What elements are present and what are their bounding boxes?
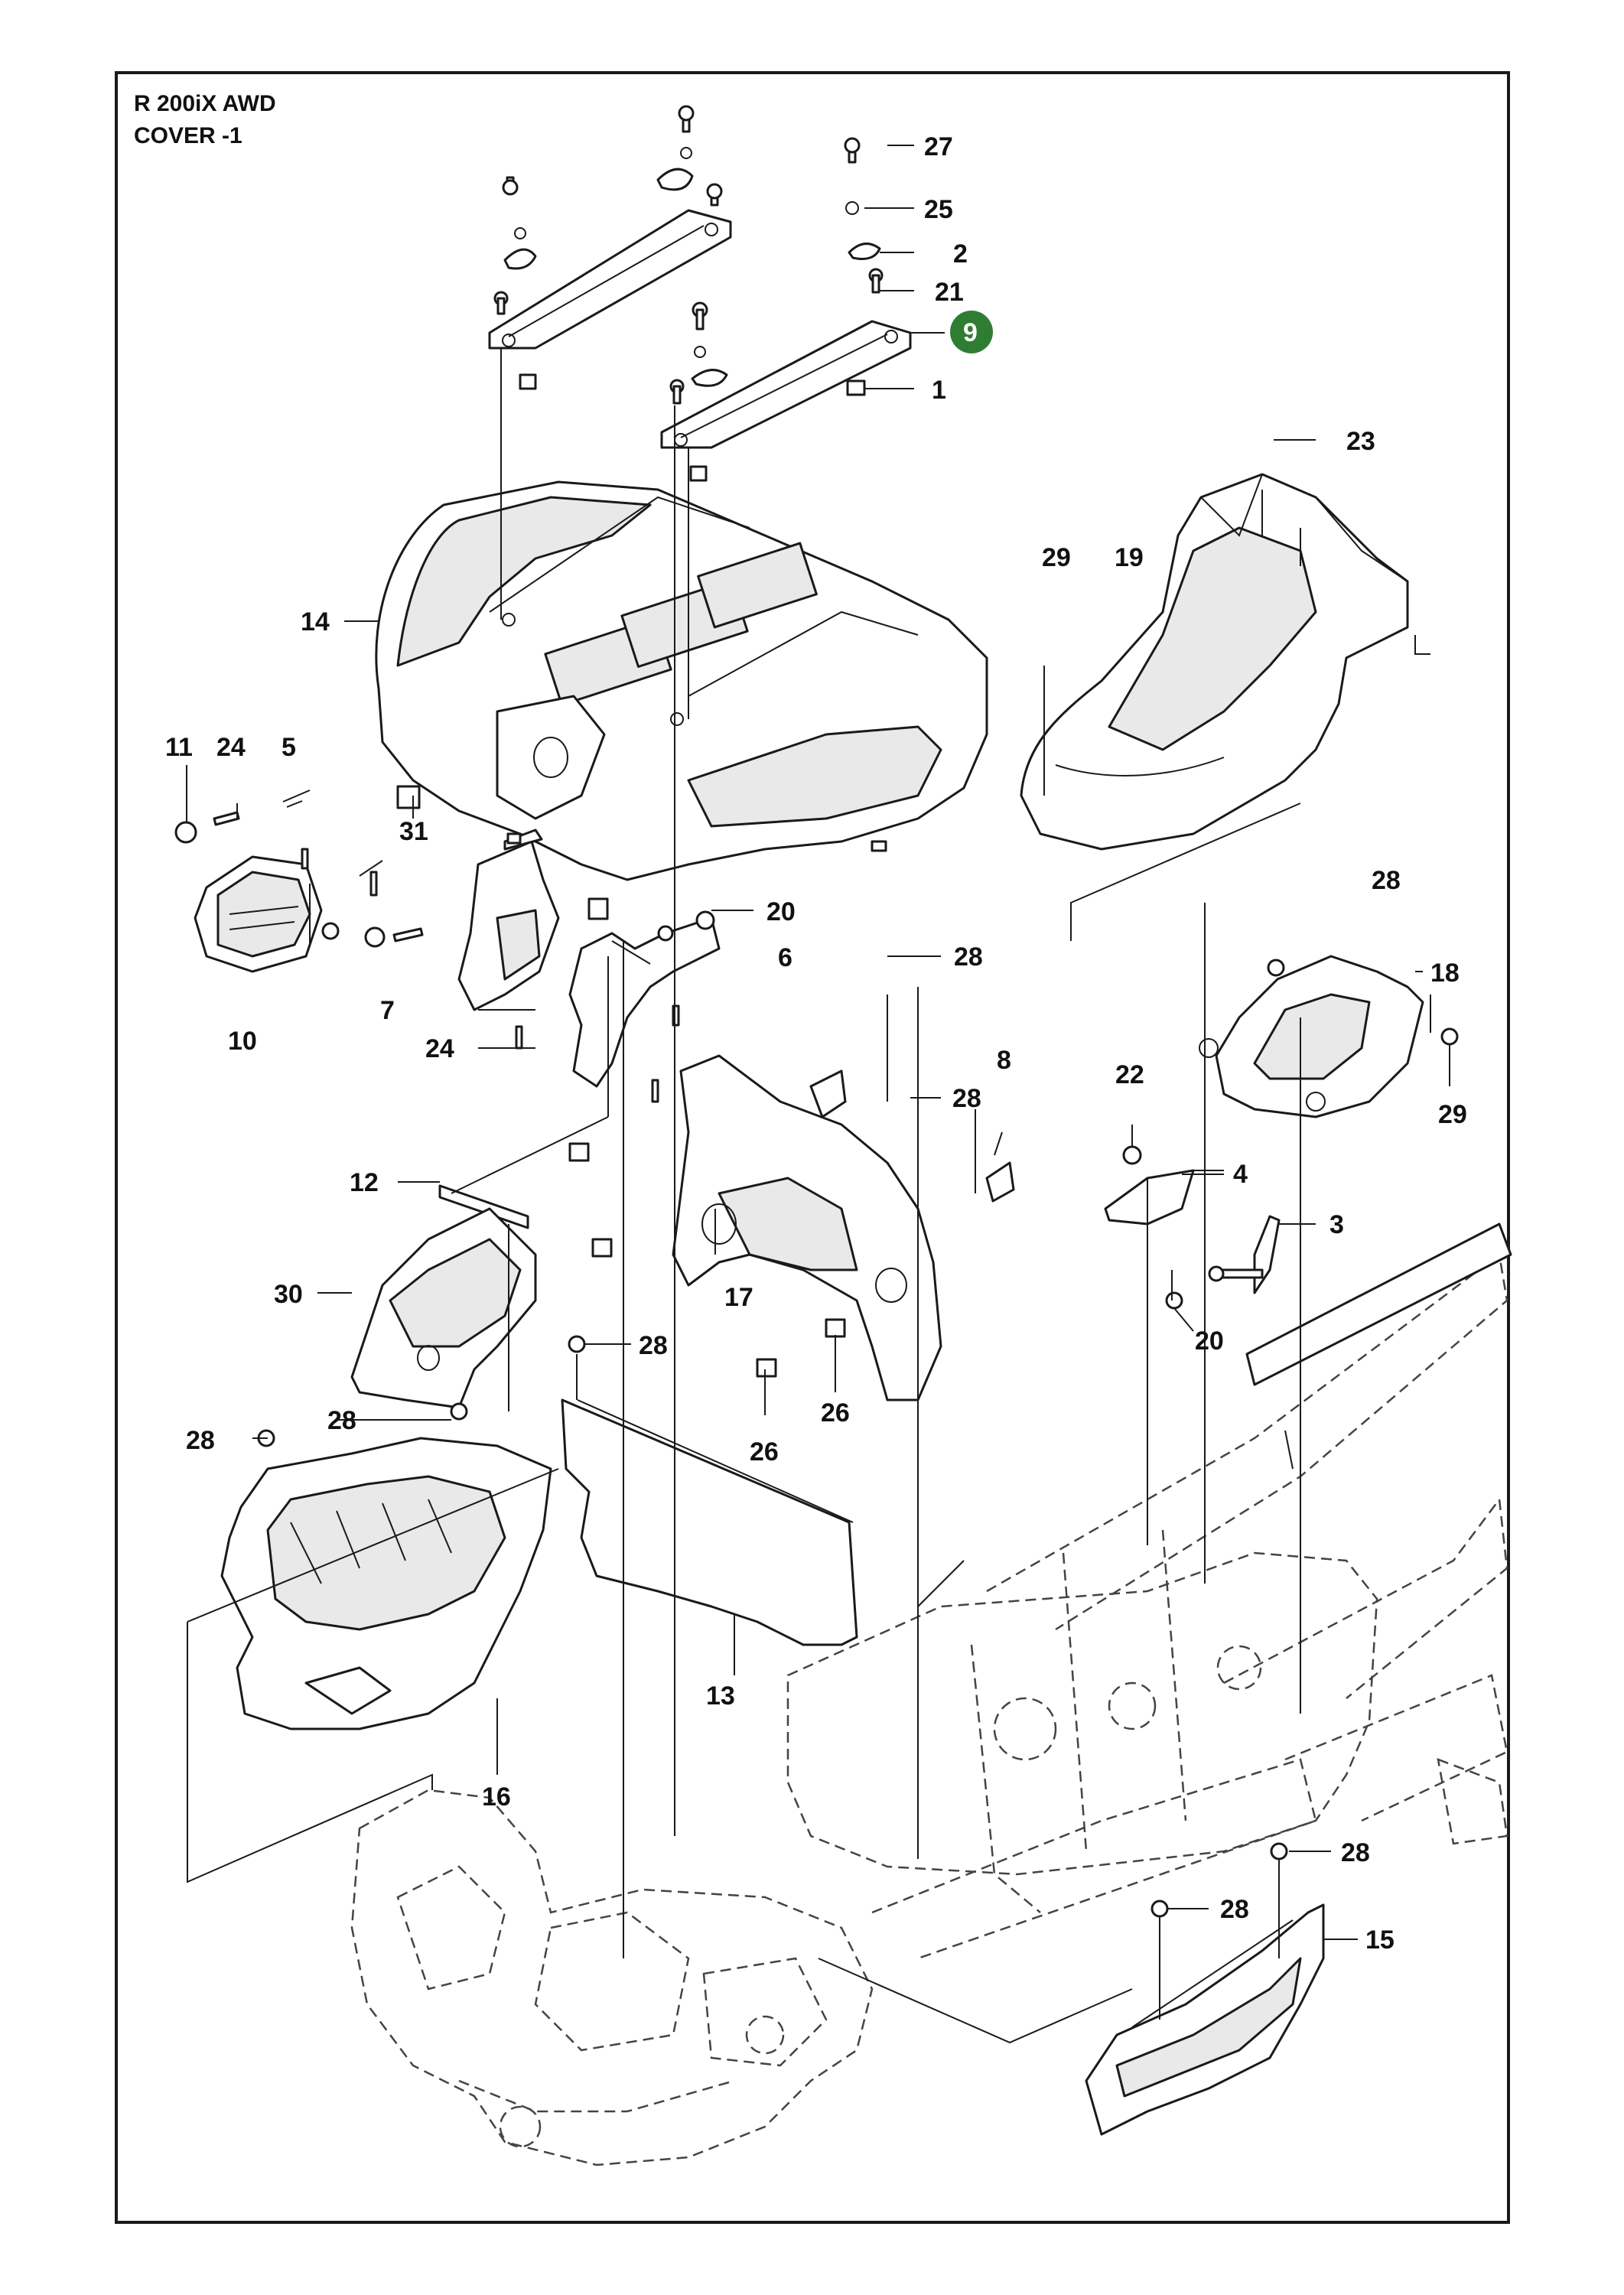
- callout-18: 18: [1430, 959, 1460, 988]
- callout-7: 7: [380, 996, 395, 1025]
- callout-6: 6: [778, 943, 792, 972]
- callout-11: 11: [165, 733, 193, 762]
- callout-29-top: 29: [1042, 543, 1071, 572]
- mount-17[interactable]: [672, 1054, 1015, 1401]
- bracket-6[interactable]: [568, 916, 721, 1088]
- callout-21: 21: [935, 278, 964, 307]
- callout-28-e: 28: [327, 1406, 356, 1435]
- callout-2: 2: [953, 239, 968, 269]
- seat-cover-19[interactable]: [1020, 473, 1409, 851]
- callout-28-b: 28: [1372, 866, 1401, 895]
- page-frame: [115, 71, 1510, 2224]
- hood-cover[interactable]: [375, 480, 988, 881]
- callout-10: 10: [228, 1027, 257, 1056]
- cover-15[interactable]: [1085, 1842, 1325, 2136]
- callout-labels: 27 25 2 21 9 1 23 29 19 14 11 24 5 31 10…: [165, 132, 1467, 1955]
- callout-25: 25: [924, 195, 953, 224]
- callout-30: 30: [274, 1280, 303, 1309]
- callout-19: 19: [1115, 543, 1144, 572]
- panel-13[interactable]: [561, 1335, 858, 1646]
- callout-29-bottom: 29: [1438, 1100, 1467, 1129]
- callout-5: 5: [282, 733, 296, 762]
- callout-23: 23: [1346, 427, 1375, 456]
- callout-26-a: 26: [750, 1437, 779, 1467]
- callout-3: 3: [1329, 1210, 1344, 1239]
- callout-28-d: 28: [639, 1331, 668, 1360]
- handle-rail-right[interactable]: [660, 320, 912, 449]
- callout-17: 17: [724, 1283, 753, 1312]
- plate-4[interactable]: [1104, 1145, 1195, 1226]
- callout-12: 12: [350, 1168, 379, 1197]
- callout-14: 14: [301, 607, 330, 636]
- highlight-badge-9: [950, 311, 993, 353]
- model-title: R 200iX AWD: [134, 91, 276, 116]
- callout-20-bottom: 20: [1195, 1327, 1224, 1356]
- callout-22: 22: [1115, 1060, 1144, 1089]
- bracket-7[interactable]: [457, 828, 560, 1011]
- alignment-lines: [187, 348, 1431, 2044]
- callout-1: 1: [932, 376, 946, 405]
- engine-outline: [350, 1789, 874, 2166]
- callout-8: 8: [997, 1046, 1011, 1075]
- clips-26: [568, 1142, 846, 1378]
- callout-24-top: 24: [216, 733, 246, 762]
- callout-16: 16: [482, 1782, 511, 1812]
- chassis-frame-outline: [786, 1252, 1508, 1960]
- handle-rail-left: [488, 209, 732, 350]
- headlight-fasteners: [174, 785, 424, 948]
- rail-fasteners: [493, 105, 884, 482]
- callout-28-f: 28: [186, 1426, 215, 1455]
- panel-18[interactable]: [1199, 955, 1459, 1118]
- callout-28-a: 28: [954, 942, 983, 972]
- callout-26-b: 26: [821, 1398, 850, 1427]
- callout-4: 4: [1233, 1160, 1248, 1189]
- callout-13: 13: [706, 1681, 735, 1711]
- guard-16[interactable]: [220, 1429, 552, 1730]
- headlight-10[interactable]: [194, 855, 323, 973]
- section-title: COVER -1: [134, 123, 242, 148]
- lever-3[interactable]: [1165, 1215, 1281, 1310]
- callout-20-top: 20: [766, 897, 796, 926]
- small-clips: [506, 832, 887, 1103]
- callout-28-h: 28: [1220, 1895, 1249, 1924]
- callout-28-g: 28: [1341, 1838, 1370, 1867]
- callout-24-bottom: 24: [425, 1034, 454, 1063]
- strap-12[interactable]: [438, 1184, 529, 1229]
- callout-28-c: 28: [952, 1084, 981, 1113]
- callout-27: 27: [924, 132, 953, 161]
- callout-31: 31: [399, 817, 428, 846]
- callout-15: 15: [1365, 1926, 1395, 1955]
- callout-9: 9: [963, 318, 978, 347]
- tray-30[interactable]: [350, 1207, 537, 1421]
- callout-leaders: [186, 145, 1450, 1940]
- tube-part: [1245, 1222, 1512, 1386]
